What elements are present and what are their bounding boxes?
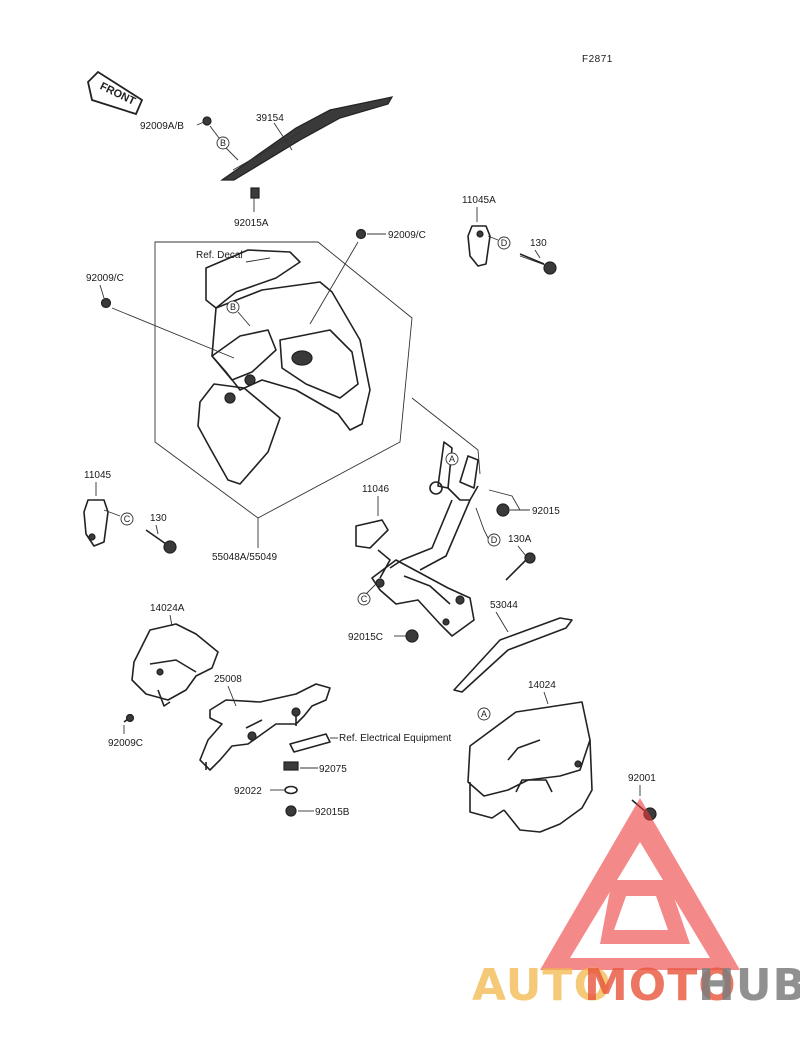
- bolt-icon: [543, 261, 557, 275]
- part-label-92022: 92022: [234, 786, 262, 797]
- part-label-130a: 130A: [508, 534, 532, 545]
- watermark-text-auto: AUTO: [472, 960, 612, 1011]
- upper-cowl-part: [197, 249, 371, 485]
- part-label-39154: 39154: [256, 113, 284, 124]
- bolt-icon: [163, 540, 177, 554]
- part-label-92009c-bot: 92009C: [108, 738, 143, 749]
- nut-icon: [496, 503, 510, 517]
- callout-c-left: [120, 512, 134, 526]
- bolt-icon: [524, 552, 536, 564]
- callout-c-left-text: C: [124, 514, 131, 524]
- trim-bar-53044-part: [453, 617, 573, 693]
- part-label-92015b: 92015B: [315, 807, 350, 818]
- callout-c-stay-text: C: [361, 594, 368, 604]
- part-label-92009c-left: 92009/C: [86, 273, 124, 284]
- grommet-icon: [283, 761, 299, 771]
- watermark-text-moto: MOTO: [584, 960, 737, 1011]
- callout-c-stay: [357, 592, 371, 606]
- ref-decal-label: Ref. Decal: [196, 250, 243, 261]
- nut-icon: [285, 805, 297, 817]
- part-label-130-left: 130: [150, 513, 167, 524]
- windscreen-part: [220, 96, 394, 181]
- bracket-11045a-part: [467, 225, 491, 267]
- figure-code: F2871: [582, 54, 613, 65]
- callout-b-top-text: B: [220, 138, 226, 148]
- part-label-92075: 92075: [319, 764, 347, 775]
- part-label-92015: 92015: [532, 506, 560, 517]
- callout-a-cover: [477, 707, 491, 721]
- callout-b-cowl-text: B: [230, 302, 236, 312]
- cover-14024-part: [467, 701, 593, 833]
- part-label-11045: 11045: [84, 470, 112, 481]
- screw-icon: [100, 297, 112, 309]
- bracket-25008-part: [199, 683, 331, 771]
- part-label-92015a: 92015A: [234, 218, 269, 229]
- part-label-53044: 53044: [490, 600, 518, 611]
- strap-icon: [289, 733, 331, 753]
- callout-d-stay: [487, 533, 501, 547]
- callout-a-cover-text: A: [481, 709, 487, 719]
- screw-icon: [125, 713, 135, 723]
- callout-a-stay: [445, 452, 459, 466]
- callout-b-top: [216, 136, 230, 150]
- part-label-25008: 25008: [214, 674, 242, 685]
- washer-icon: [284, 785, 298, 795]
- nut-icon: [405, 629, 419, 643]
- callout-d-top-text: D: [501, 238, 508, 248]
- part-label-11046: 11046: [362, 484, 390, 495]
- callout-d-stay-text: D: [491, 535, 498, 545]
- cover-14024a-part: [131, 623, 219, 707]
- headlight-stay-part: [355, 441, 479, 637]
- part-label-14024a: 14024A: [150, 603, 185, 614]
- front-arrow-icon: FRONT: [87, 70, 144, 116]
- part-label-92001: 92001: [628, 773, 656, 784]
- part-label-92009ab: 92009A/B: [140, 121, 184, 132]
- watermark-logo: [540, 798, 740, 970]
- screw-icon: [355, 228, 367, 240]
- ref-electrical-label: Ref. Electrical Equipment: [339, 733, 451, 744]
- callout-b-cowl: [226, 300, 240, 314]
- part-label-14024: 14024: [528, 680, 556, 691]
- callout-a-stay-text: A: [449, 454, 455, 464]
- part-label-11045a: 11045A: [462, 195, 496, 206]
- watermark-text-hub: HUB: [698, 960, 800, 1011]
- part-label-92009c-top: 92009/C: [388, 230, 426, 241]
- bracket-11045-part: [83, 499, 109, 547]
- cowl-frame-outline: [154, 241, 413, 519]
- clip-icon: [250, 187, 260, 199]
- part-label-55048: 55048A/55049: [212, 552, 278, 563]
- part-label-92015c: 92015C: [348, 632, 383, 643]
- callout-d-top: [497, 236, 511, 250]
- part-label-130-top: 130: [530, 238, 547, 249]
- screw-icon: [202, 116, 212, 126]
